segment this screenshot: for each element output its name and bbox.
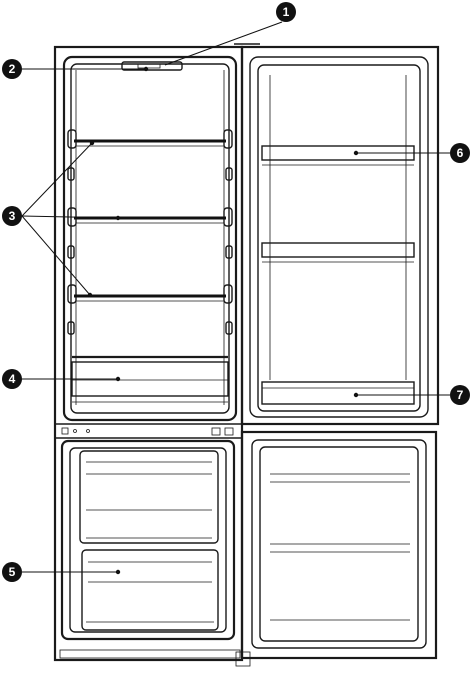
freezer-drawer bbox=[81, 549, 219, 631]
callout-badge-6: 6 bbox=[450, 143, 470, 163]
callout-badge-7: 7 bbox=[450, 385, 470, 405]
control-panel bbox=[121, 61, 183, 71]
leader-lines bbox=[21, 21, 450, 575]
door-rack-upper bbox=[261, 145, 415, 166]
callout-number-5: 5 bbox=[9, 565, 16, 579]
callout-badge-1: 1 bbox=[276, 2, 296, 22]
fridge-compartment bbox=[62, 55, 238, 422]
callout-badge-5: 5 bbox=[2, 562, 22, 582]
callout-number-6: 6 bbox=[457, 146, 464, 160]
callout-number-3: 3 bbox=[9, 209, 16, 223]
callout-badge-3: 3 bbox=[2, 206, 22, 226]
callout-number-7: 7 bbox=[457, 388, 464, 402]
callout-number-4: 4 bbox=[9, 372, 16, 386]
door-rack-middle bbox=[261, 242, 415, 263]
freezer-compartment bbox=[60, 439, 236, 641]
lower-door bbox=[240, 430, 438, 660]
door-rack-lower bbox=[261, 381, 415, 405]
callout-badge-2: 2 bbox=[2, 59, 22, 79]
crisper-drawer bbox=[71, 355, 229, 403]
freezer-drawer-upper bbox=[79, 450, 219, 544]
callout-badge-4: 4 bbox=[2, 369, 22, 389]
callout-number-2: 2 bbox=[9, 62, 16, 76]
upper-door bbox=[234, 43, 440, 426]
callout-number-1: 1 bbox=[283, 5, 290, 19]
